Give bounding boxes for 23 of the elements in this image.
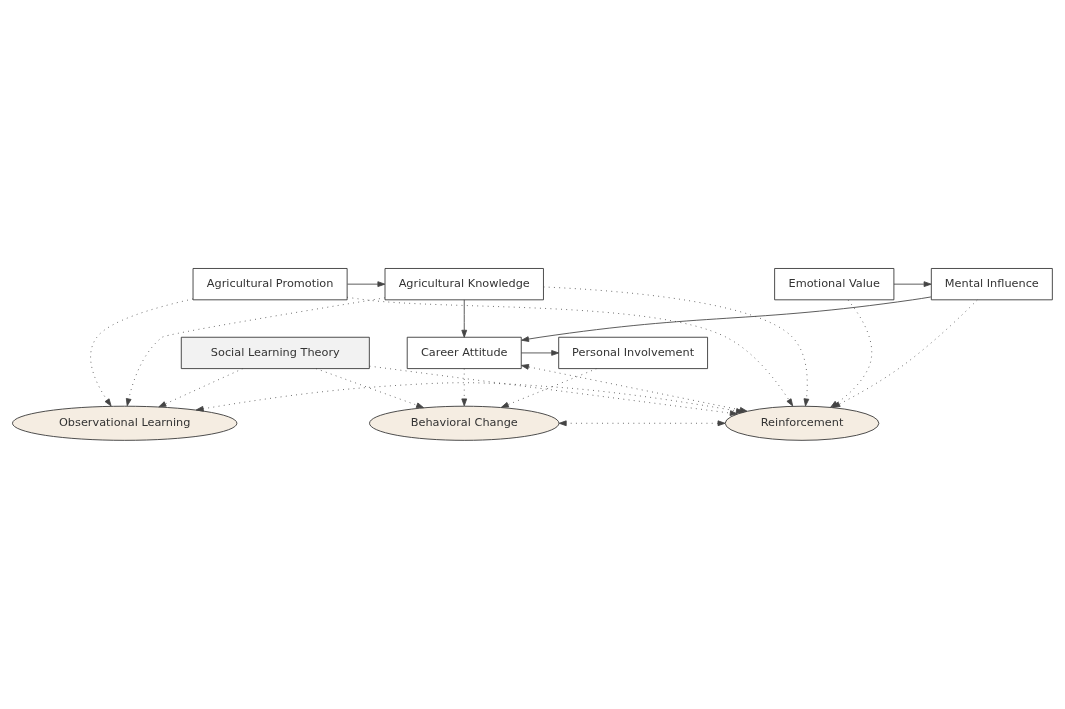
arrow [461,368,468,407]
arrow [315,368,424,409]
node-box: Mental Influence [930,268,1053,301]
arrow [893,281,932,288]
node-box: Social Learning Theory [180,336,370,370]
arrow [543,286,810,407]
arrow [520,350,560,356]
node-ellipse: Behavioral Change [369,405,560,441]
arrow [369,365,738,416]
arrow [90,298,194,407]
node-box: Career Attitude [406,336,522,370]
arrow [500,368,597,408]
node-box: Agricultural Promotion [192,268,348,301]
arrow [125,297,386,407]
arrow [521,296,932,342]
arrow [347,281,386,288]
arrow [346,296,794,407]
arrow [558,420,726,427]
node-box: Personal Involvement [558,336,708,370]
arrow [158,368,244,408]
node-box: Agricultural Knowledge [384,268,544,301]
arrow [461,299,468,338]
node-box: Emotional Value [774,268,895,301]
